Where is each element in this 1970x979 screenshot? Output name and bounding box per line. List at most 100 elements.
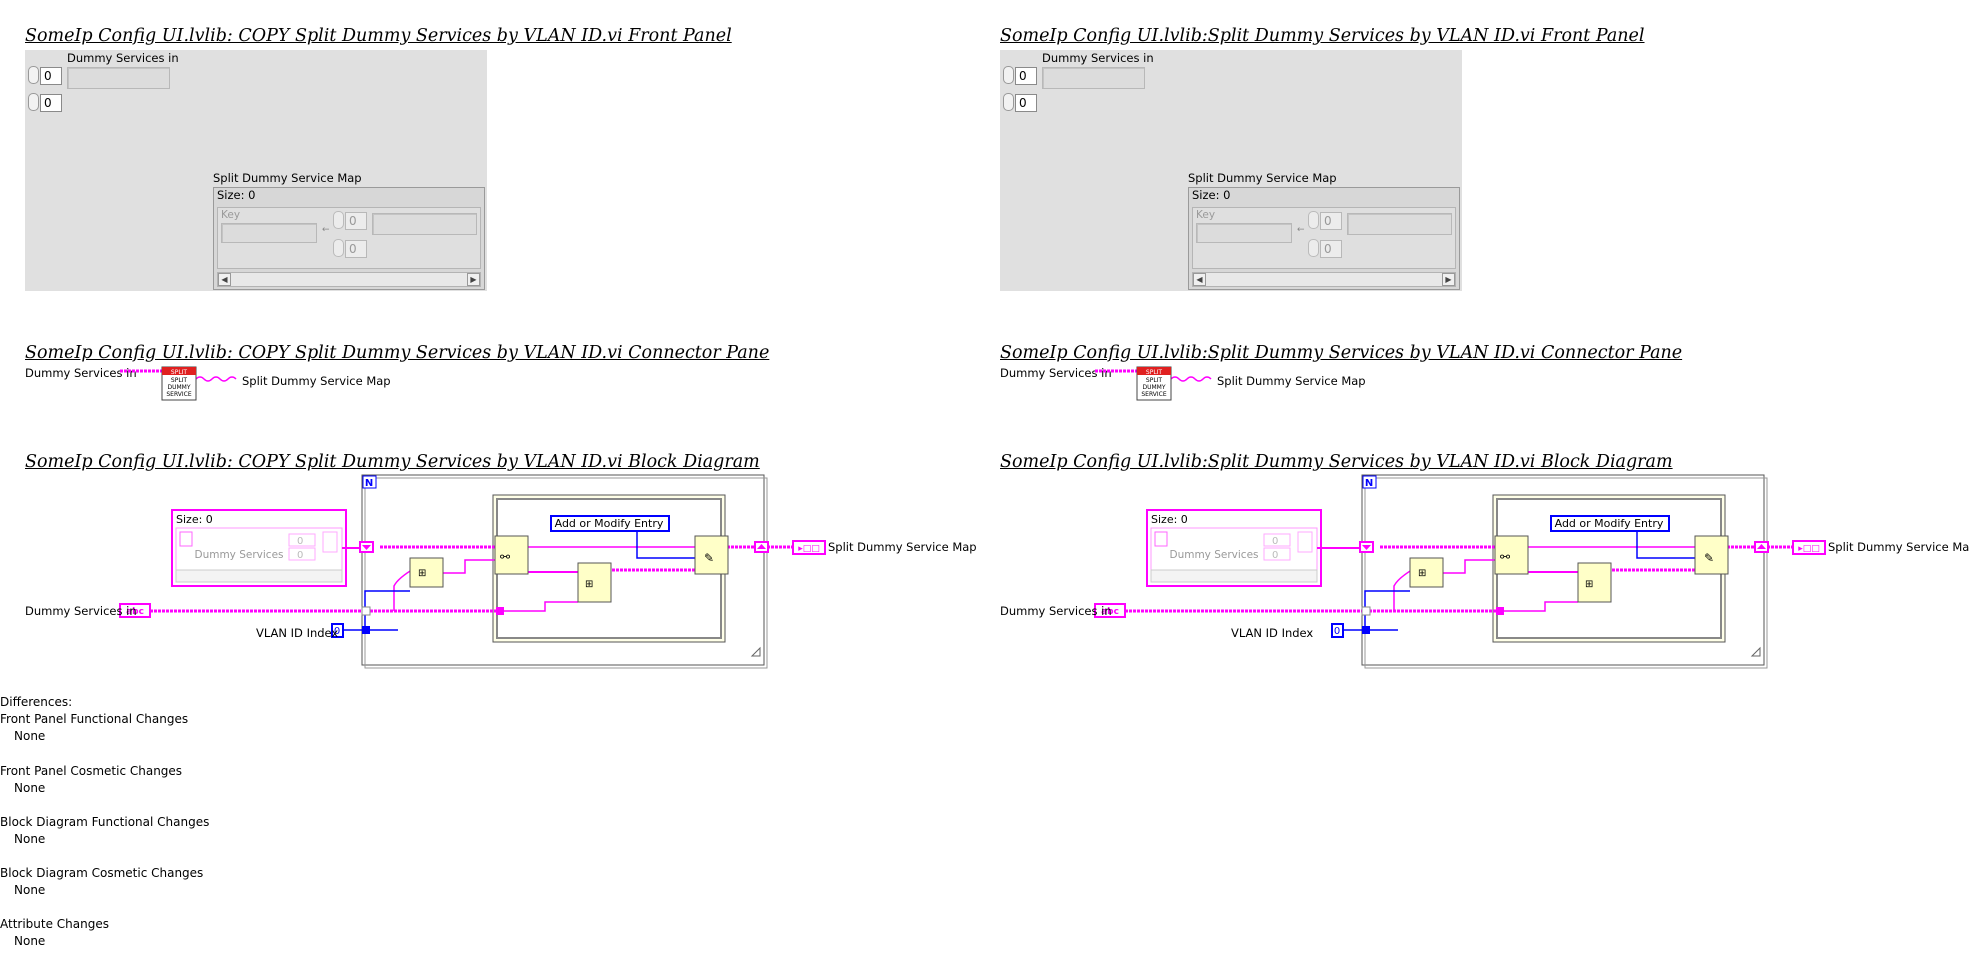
icon-text: DUMMY xyxy=(167,384,190,391)
const-label: Dummy Services xyxy=(1169,549,1258,561)
front-panel-title-copy: SomeIp Config UI.lvlib: COPY Split Dummy… xyxy=(25,26,732,46)
const-size: Size: 0 xyxy=(176,513,213,526)
loop-count-terminal: N xyxy=(365,478,373,489)
front-panel-title: SomeIp Config UI.lvlib:Split Dummy Servi… xyxy=(1000,26,1645,46)
diff-label: Block Diagram Functional Changes xyxy=(0,815,210,829)
bd-input-label: Dummy Services in xyxy=(1000,604,1112,618)
index-spinner[interactable] xyxy=(1003,93,1014,111)
value-field[interactable] xyxy=(1347,213,1452,235)
map-element: Key ← 0 0 xyxy=(1192,207,1456,269)
loop-count-terminal: N xyxy=(1365,478,1373,489)
map-scrollbar[interactable]: ◀ ▶ xyxy=(1192,272,1456,287)
dummy-services-label: Dummy Services in xyxy=(1042,51,1154,65)
index-display[interactable]: 0 xyxy=(40,67,62,85)
connector-pane-title-copy: SomeIp Config UI.lvlib: COPY Split Dummy… xyxy=(25,343,770,363)
icon-text: DUMMY xyxy=(1142,384,1165,391)
svg-text:✎: ✎ xyxy=(704,551,714,565)
index-spinner[interactable] xyxy=(28,66,39,84)
const-label: Dummy Services xyxy=(194,549,283,561)
map-label: Split Dummy Service Map xyxy=(1188,171,1337,185)
connector-pane-copy: SPLIT SPLIT DUMMY SERVICE xyxy=(120,366,237,401)
dummy-services-element[interactable] xyxy=(67,67,170,89)
bd-vlan-label: VLAN ID Index xyxy=(1231,626,1314,640)
vlan-constant[interactable]: 0 xyxy=(1334,626,1340,637)
map-size: Size: 0 xyxy=(217,188,256,202)
key-index-spinner[interactable] xyxy=(1308,211,1319,229)
index-display[interactable]: 0 xyxy=(40,94,62,112)
diff-value: None xyxy=(14,883,46,897)
key-index-spinner[interactable] xyxy=(1308,239,1319,257)
map-control[interactable]: Size: 0 Key ← 0 0 ◀ ▶ xyxy=(213,187,485,290)
map-scrollbar[interactable]: ◀ ▶ xyxy=(217,272,481,287)
connector-pane-title: SomeIp Config UI.lvlib:Split Dummy Servi… xyxy=(1000,343,1683,363)
index-display[interactable]: 0 xyxy=(1015,67,1037,85)
enum-constant[interactable]: Add or Modify Entry xyxy=(1555,517,1664,530)
key-index-display[interactable]: 0 xyxy=(1320,212,1342,230)
map-size: Size: 0 xyxy=(1192,188,1231,202)
block-diagram-title: SomeIp Config UI.lvlib:Split Dummy Servi… xyxy=(1000,452,1673,472)
differences-heading: Differences: xyxy=(0,695,73,709)
map-control[interactable]: Size: 0 Key ← 0 0 ◀ ▶ xyxy=(1188,187,1460,290)
input-terminal[interactable]: abc xyxy=(1101,607,1119,617)
const-value: 0 xyxy=(297,536,303,547)
front-panel: Dummy Services in 0 0 Split Dummy Servic… xyxy=(1000,50,1462,291)
svg-text:⊞: ⊞ xyxy=(1418,568,1426,579)
value-field[interactable] xyxy=(372,213,477,235)
dummy-services-element[interactable] xyxy=(1042,67,1145,89)
connector-output-label: Split Dummy Service Map xyxy=(242,374,391,388)
scroll-right-icon[interactable]: ▶ xyxy=(1442,273,1455,286)
input-terminal[interactable]: abc xyxy=(126,607,144,617)
const-value: 0 xyxy=(1272,550,1278,561)
scroll-left-icon[interactable]: ◀ xyxy=(218,273,231,286)
svg-text:⊞: ⊞ xyxy=(418,568,426,579)
diff-label: Front Panel Functional Changes xyxy=(0,712,189,726)
bd-input-label: Dummy Services in xyxy=(25,604,137,618)
diff-value: None xyxy=(14,934,46,948)
key-field[interactable] xyxy=(221,223,317,243)
key-index-display[interactable]: 0 xyxy=(345,212,367,230)
const-value: 0 xyxy=(1272,536,1278,547)
map-element: Key ← 0 0 xyxy=(217,207,481,269)
key-index-spinner[interactable] xyxy=(333,211,344,229)
index-spinner[interactable] xyxy=(28,93,39,111)
block-diagram-title-copy: SomeIp Config UI.lvlib: COPY Split Dummy… xyxy=(25,452,760,472)
icon-text: SPLIT xyxy=(171,369,188,376)
scroll-right-icon[interactable]: ▶ xyxy=(467,273,480,286)
svg-text:⚯: ⚯ xyxy=(500,550,510,564)
diff-value: None xyxy=(14,781,46,795)
bd-output-label: Split Dummy Service Map xyxy=(828,540,977,554)
key-label: Key xyxy=(221,209,241,221)
icon-text: SPLIT xyxy=(1146,377,1163,384)
key-arrow-icon: ← xyxy=(322,225,330,235)
index-spinner[interactable] xyxy=(1003,66,1014,84)
icon-text: SERVICE xyxy=(1141,391,1167,398)
scroll-left-icon[interactable]: ◀ xyxy=(1193,273,1206,286)
const-value: 0 xyxy=(297,550,303,561)
svg-text:✎: ✎ xyxy=(1704,551,1714,565)
key-index-display[interactable]: 0 xyxy=(345,240,367,258)
key-label: Key xyxy=(1196,209,1216,221)
block-diagram-copy: N Size: 0 Dummy Services 0 0 Add or Modi… xyxy=(119,474,826,669)
svg-text:▸□□: ▸□□ xyxy=(798,544,820,554)
front-panel-copy: Dummy Services in 0 0 Split Dummy Servic… xyxy=(25,50,487,291)
connector-output-label: Split Dummy Service Map xyxy=(1217,374,1366,388)
vlan-constant[interactable]: 0 xyxy=(334,626,340,637)
connector-input-label: Dummy Services in xyxy=(25,366,137,380)
enum-constant[interactable]: Add or Modify Entry xyxy=(555,517,664,530)
key-index-display[interactable]: 0 xyxy=(1320,240,1342,258)
key-field[interactable] xyxy=(1196,223,1292,243)
bd-output-label: Split Dummy Service Map xyxy=(1828,540,1970,554)
icon-text: SPLIT xyxy=(1146,369,1163,376)
bd-vlan-label: VLAN ID Index xyxy=(256,626,339,640)
svg-text:⚯: ⚯ xyxy=(1500,550,1510,564)
index-display[interactable]: 0 xyxy=(1015,94,1037,112)
const-size: Size: 0 xyxy=(1151,513,1188,526)
connector-input-label: Dummy Services in xyxy=(1000,366,1112,380)
icon-text: SPLIT xyxy=(171,377,188,384)
icon-text: SERVICE xyxy=(166,391,192,398)
diff-label: Front Panel Cosmetic Changes xyxy=(0,764,183,778)
key-index-spinner[interactable] xyxy=(333,239,344,257)
diff-value: None xyxy=(14,729,46,743)
key-arrow-icon: ← xyxy=(1297,225,1305,235)
diff-label: Attribute Changes xyxy=(0,917,109,931)
